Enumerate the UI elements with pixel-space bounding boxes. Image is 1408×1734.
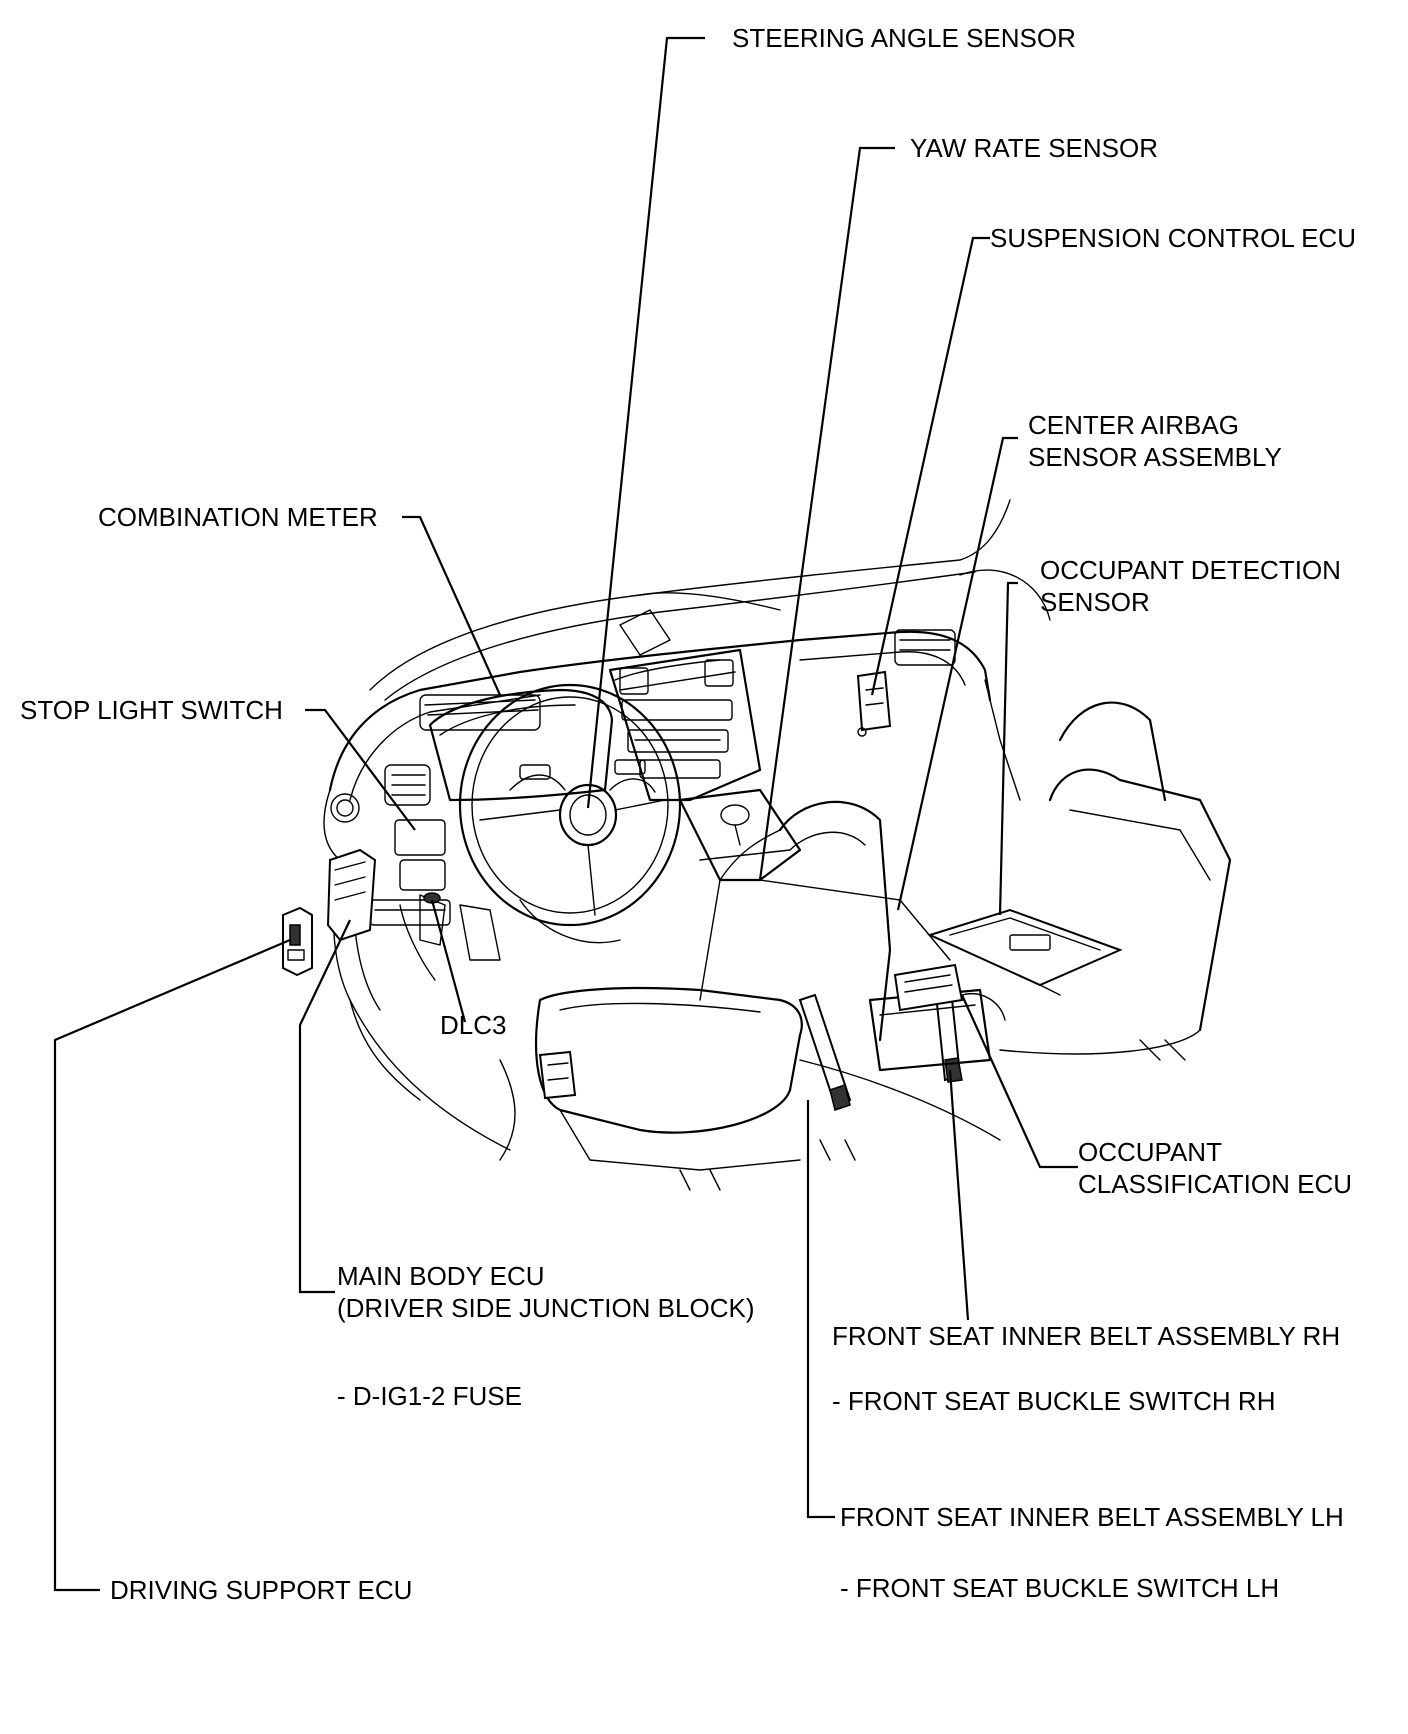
- label-front-seat-buckle-lh: - FRONT SEAT BUCKLE SWITCH LH: [840, 1573, 1279, 1603]
- vehicle-interior-illustration: [282, 499, 1232, 1191]
- label-front-seat-buckle-rh: - FRONT SEAT BUCKLE SWITCH RH: [832, 1386, 1276, 1416]
- leader-steering-angle-sensor: [586, 36, 705, 809]
- label-occupant-classification-line2: CLASSIFICATION ECU: [1078, 1169, 1352, 1199]
- leader-main-body-ecu: [298, 919, 351, 1294]
- label-combination-meter: COMBINATION METER: [98, 502, 378, 532]
- leader-dlc3: [430, 899, 467, 1023]
- leader-stop-light-switch: [305, 708, 416, 831]
- leader-yaw-rate-sensor: [758, 146, 895, 881]
- label-driving-support-ecu: DRIVING SUPPORT ECU: [110, 1575, 412, 1605]
- label-front-seat-belt-lh: FRONT SEAT INNER BELT ASSEMBLY LH: [840, 1502, 1344, 1532]
- leader-front-seat-belt-lh: [806, 1100, 835, 1519]
- leader-front-seat-belt-rh: [948, 1069, 970, 1321]
- label-center-airbag-line1: CENTER AIRBAG: [1028, 410, 1239, 440]
- label-main-body-ecu-line2: (DRIVER SIDE JUNCTION BLOCK): [337, 1293, 755, 1323]
- leader-lines: [53, 36, 1078, 1592]
- label-main-body-ecu-line1: MAIN BODY ECU: [337, 1261, 545, 1291]
- label-occupant-detection-line2: SENSOR: [1040, 587, 1150, 617]
- label-yaw-rate-sensor: YAW RATE SENSOR: [910, 133, 1158, 163]
- label-center-airbag-line2: SENSOR ASSEMBLY: [1028, 442, 1282, 472]
- leader-driving-support-ecu: [53, 938, 291, 1592]
- label-front-seat-belt-rh: FRONT SEAT INNER BELT ASSEMBLY RH: [832, 1321, 1340, 1351]
- label-occupant-classification-line1: OCCUPANT: [1078, 1137, 1222, 1167]
- leader-combination-meter: [402, 515, 502, 696]
- label-suspension-control-ecu: SUSPENSION CONTROL ECU: [990, 223, 1356, 253]
- label-stop-light-switch: STOP LIGHT SWITCH: [20, 695, 283, 725]
- component-labels: STEERING ANGLE SENSOR YAW RATE SENSOR SU…: [20, 23, 1356, 1605]
- leader-occupant-detection: [998, 581, 1018, 916]
- leader-center-airbag: [896, 436, 1018, 911]
- label-d-ig1-2-fuse: - D-IG1-2 FUSE: [337, 1381, 522, 1411]
- label-steering-angle-sensor: STEERING ANGLE SENSOR: [732, 23, 1076, 53]
- label-occupant-detection-line1: OCCUPANT DETECTION: [1040, 555, 1341, 585]
- leader-occupant-classification: [960, 994, 1078, 1169]
- leader-suspension-control-ecu: [870, 236, 990, 696]
- label-dlc3: DLC3: [440, 1010, 506, 1040]
